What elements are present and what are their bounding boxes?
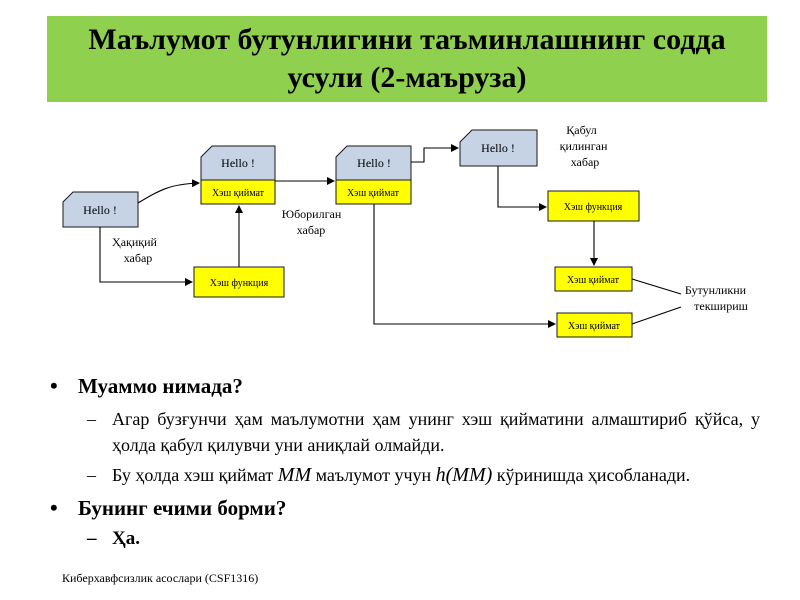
message-text-received: Hello ! (481, 141, 515, 155)
bullet-list: Муаммо нимада? – Агар бузғунчи ҳам маълу… (50, 372, 760, 552)
hash-value-box-transmitted (556, 312, 633, 338)
question-problem: Муаммо нимада? (50, 372, 760, 400)
answer-problem: – Агар бузғунчи ҳам маълумотни ҳам унинг… (87, 409, 760, 455)
label-sent-message: Юборилган хабар (282, 207, 345, 237)
arrow-original-to-sender (137, 179, 200, 204)
hash-value-box-sent (335, 179, 412, 205)
label-received-message: Қабул қилинган хабар (560, 123, 611, 169)
hash-value-box-computed (554, 266, 633, 292)
arrow-sent-hash-to-transmitted (373, 204, 556, 328)
hash-value-text-sent: Хэш қиймат (347, 188, 400, 199)
arrow-sent-to-received (411, 144, 459, 163)
line-compare-top (631, 278, 682, 295)
line-compare-bottom (631, 306, 682, 325)
hash-function-text-receiver: Хэш функция (564, 202, 623, 213)
answer-hash-form: – Бу ҳолда хэш қиймат MM маълумот учун h… (87, 464, 691, 486)
hash-value-text-computed: Хэш қиймат (567, 275, 620, 286)
title-line-1: Маълумот бутунлигини таъминлашнинг содда (88, 23, 726, 56)
label-real-message: Ҳақиқий хабар (112, 235, 160, 265)
title-line-2: усули (2-маъруза) (287, 61, 527, 94)
label-integrity-check: Бутунликни текшириш (685, 283, 749, 313)
arrow-received-to-hash-function (497, 166, 547, 211)
answer-solution: – Ҳа. (87, 528, 140, 549)
slide-title: Маълумот бутунлигини таъминлашнинг содда… (47, 16, 767, 102)
arrow-original-to-hash-function (99, 227, 193, 286)
hash-function-text-sender: Хэш функция (210, 278, 269, 289)
hash-value-text-transmitted: Хэш қиймат (568, 321, 621, 332)
message-text-sent: Hello ! (357, 156, 391, 170)
footer-course: Киберхавфсизлик асослари (CSF1316) (62, 571, 259, 585)
question-solution: Бунинг ечими борми? (50, 494, 760, 522)
hash-value-box-sender (200, 179, 276, 205)
hash-function-box-sender (193, 266, 285, 298)
message-text-sender: Hello ! (221, 156, 255, 170)
hash-value-text-sender: Хэш қиймат (212, 188, 265, 199)
message-text-original: Hello ! (83, 203, 117, 217)
hash-function-box-receiver (547, 190, 640, 222)
